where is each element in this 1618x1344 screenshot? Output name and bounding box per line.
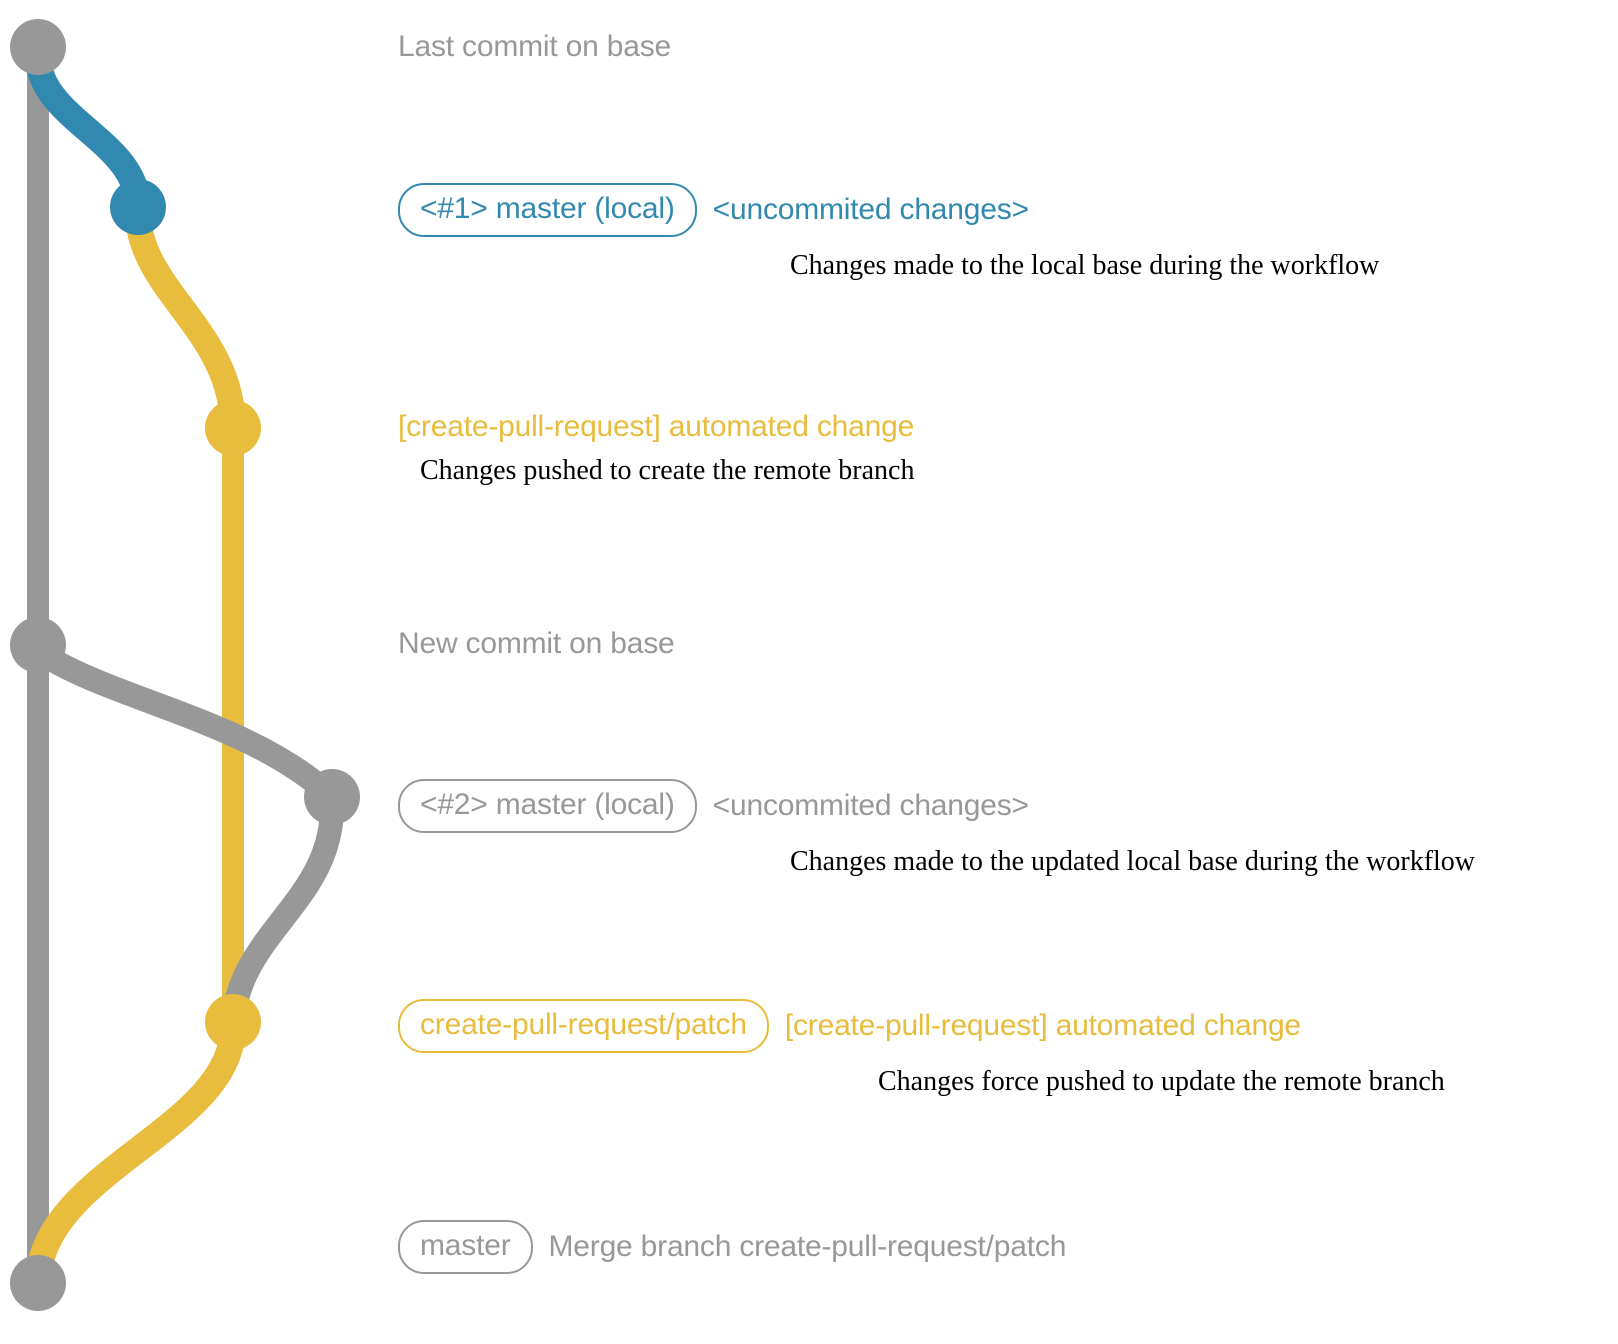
node-automated-change-1[interactable] [205,400,261,456]
commit-subject: <uncommited changes> [712,193,1029,226]
annotation-local-1: <#1> master (local) <uncommited changes>… [398,183,1379,282]
annotation-head: master Merge branch create-pull-request/… [398,1220,1066,1274]
commit-subject: [create-pull-request] automated change [398,410,915,443]
commit-description: Changes made to the local base during th… [790,250,1380,281]
commit-subject: [create-pull-request] automated change [784,1009,1301,1042]
commit-description: Changes made to the updated local base d… [790,846,1476,877]
edge-base2-to-local2 [26,639,344,809]
annotation-new-commit: New commit on base [398,629,675,659]
node-last-commit-on-base[interactable] [10,19,66,75]
annotation-local-2: <#2> master (local) <uncommited changes>… [398,779,1475,878]
annotation-head: New commit on base [398,629,675,659]
annotation-head: Last commit on base [398,32,671,62]
annotation-automated-1: [create-pull-request] automated change C… [398,412,914,487]
annotation-head: <#1> master (local) <uncommited changes> [398,183,1029,237]
annotation-master-merge: master Merge branch create-pull-request/… [398,1220,1066,1274]
commit-graph [10,19,360,1311]
commit-subject: New commit on base [398,627,675,660]
node-local-uncommitted-2[interactable] [304,769,360,825]
ref-badge-master-local-2[interactable]: <#2> master (local) [398,779,697,833]
commit-subject: Merge branch create-pull-request/patch [548,1230,1067,1263]
commit-subject: Last commit on base [398,30,671,63]
ref-badge-master-local-1[interactable]: <#1> master (local) [398,183,697,237]
commit-description: Changes pushed to create the remote bran… [420,455,915,486]
annotation-head: <#2> master (local) <uncommited changes> [398,779,1029,833]
commit-description: Changes force pushed to update the remot… [878,1066,1445,1097]
node-merge-master[interactable] [10,1255,66,1311]
annotation-head: create-pull-request/patch [create-pull-r… [398,999,1301,1053]
annotation-last-commit: Last commit on base [398,32,671,62]
ref-badge-master[interactable]: master [398,1220,533,1274]
edge-patch2-to-merge [25,1013,246,1296]
ref-badge-create-pull-request-patch[interactable]: create-pull-request/patch [398,999,769,1053]
annotation-automated-2: create-pull-request/patch [create-pull-r… [398,999,1445,1098]
node-automated-change-2[interactable] [205,994,261,1050]
node-new-commit-on-base[interactable] [10,617,66,673]
edge-local1-to-patch1 [125,199,246,441]
commit-subject: <uncommited changes> [712,789,1029,822]
edge-local2-to-patch2 [221,788,345,1034]
annotation-head: [create-pull-request] automated change [398,412,914,442]
node-local-uncommitted-1[interactable] [110,179,166,235]
